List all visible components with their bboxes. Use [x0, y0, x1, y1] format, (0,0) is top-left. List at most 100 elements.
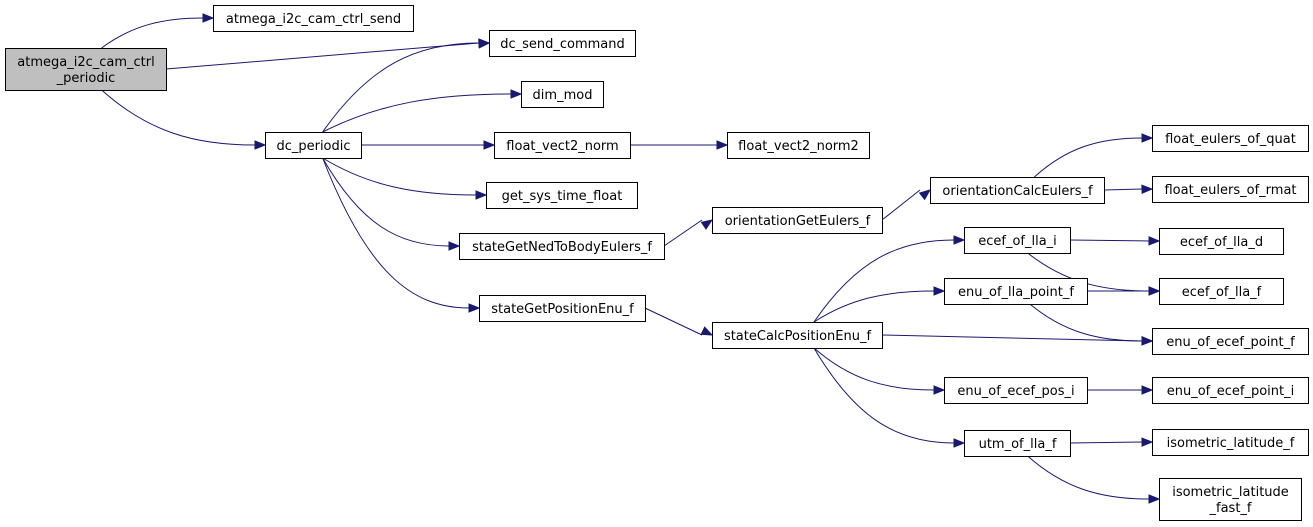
node-eolld[interactable]: ecef_of_lla_d — [1159, 228, 1284, 255]
node-sgpe[interactable]: stateGetPositionEnu_f — [479, 295, 646, 322]
edge-arrowhead — [716, 140, 729, 150]
node-dim_mod[interactable]: dim_mod — [521, 81, 604, 108]
node-label: atmega_i2c_cam_ctrl — [17, 55, 154, 70]
node-dc_periodic[interactable]: dc_periodic — [265, 132, 362, 159]
node-box — [1159, 228, 1284, 255]
node-label: enu_of_lla_point_f — [958, 285, 1074, 300]
node-box — [944, 377, 1088, 404]
node-enulpf[interactable]: enu_of_lla_point_f — [944, 278, 1088, 305]
edge-arrowhead — [483, 140, 496, 150]
node-label: float_eulers_of_quat — [1165, 132, 1296, 147]
node-eoepti[interactable]: enu_of_ecef_point_i — [1152, 377, 1309, 404]
node-label: isometric_latitude_f — [1167, 436, 1295, 451]
node-fv2n[interactable]: float_vect2_norm — [494, 132, 631, 159]
edge-dc_periodic-to-sgpe — [322, 157, 470, 309]
node-feq[interactable]: float_eulers_of_quat — [1152, 125, 1309, 152]
node-label: dc_periodic — [276, 139, 350, 154]
node-label: orientationCalcEulers_f — [942, 184, 1093, 199]
node-box — [1152, 429, 1309, 456]
node-box — [1152, 125, 1309, 152]
edge-scpe-to-eoepf — [881, 334, 1143, 342]
edge-scpe-to-eolli — [813, 239, 955, 323]
node-box — [964, 227, 1071, 254]
node-box — [727, 132, 870, 159]
node-box — [964, 430, 1071, 457]
node-label: _fast_f — [1209, 501, 1252, 516]
edge-arrowhead — [1141, 133, 1154, 143]
node-box — [5, 48, 167, 91]
edge-arrowhead — [1141, 437, 1154, 447]
node-eoepi[interactable]: enu_of_ecef_pos_i — [944, 377, 1088, 404]
edge-sgnbe-to-oge — [663, 219, 703, 247]
node-scpe[interactable]: stateCalcPositionEnu_f — [712, 322, 883, 349]
node-box — [1152, 377, 1309, 404]
node-label: ecef_of_lla_d — [1180, 235, 1263, 250]
node-label: isometric_latitude — [1172, 485, 1289, 500]
node-label: stateGetPositionEnu_f — [491, 302, 634, 317]
node-gst[interactable]: get_sys_time_float — [486, 182, 638, 209]
node-eolli[interactable]: ecef_of_lla_i — [964, 227, 1071, 254]
node-label: atmega_i2c_cam_ctrl_send — [226, 12, 401, 27]
node-isolf[interactable]: isometric_latitude_fast_f — [1159, 478, 1302, 521]
node-box — [712, 207, 883, 234]
edge-utm-to-isol — [1069, 441, 1143, 444]
node-utm[interactable]: utm_of_lla_f — [964, 430, 1071, 457]
edge-dc_periodic-to-dim_mod — [322, 93, 512, 133]
node-dc_send[interactable]: dc_send_command — [489, 30, 636, 57]
edge-arrowhead — [1141, 184, 1154, 195]
node-sgnbe[interactable]: stateGetNedToBodyEulers_f — [459, 233, 665, 260]
node-label: get_sys_time_float — [502, 189, 623, 204]
node-label: stateGetNedToBodyEulers_f — [472, 240, 652, 255]
node-box — [494, 132, 631, 159]
node-root[interactable]: atmega_i2c_cam_ctrl_periodic — [5, 48, 167, 91]
edge-arrowhead — [953, 235, 966, 245]
edge-arrowhead — [510, 89, 523, 99]
edge-arrowhead — [478, 38, 491, 48]
node-fer[interactable]: float_eulers_of_rmat — [1152, 176, 1309, 203]
edge-arrowhead — [918, 189, 932, 201]
edge-arrowhead — [1148, 286, 1161, 296]
edge-arrowhead — [700, 326, 714, 336]
edge-arrowhead — [1148, 236, 1161, 246]
node-eollf[interactable]: ecef_of_lla_f — [1159, 278, 1284, 305]
node-fv2n2[interactable]: float_vect2_norm2 — [727, 132, 870, 159]
node-box — [944, 278, 1088, 305]
node-box — [265, 132, 362, 159]
node-label: _periodic — [56, 71, 116, 86]
edge-arrowhead — [448, 241, 461, 251]
node-label: enu_of_ecef_point_i — [1167, 384, 1295, 399]
node-cam_send[interactable]: atmega_i2c_cam_ctrl_send — [213, 5, 414, 32]
edge-arrowhead — [700, 219, 714, 230]
edge-arrowhead — [1141, 336, 1154, 346]
edge-arrowhead — [1141, 385, 1154, 395]
node-label: float_vect2_norm — [506, 139, 618, 154]
node-label: stateCalcPositionEnu_f — [724, 329, 872, 344]
edge-oge-to-oce — [881, 189, 921, 221]
edge-arrowhead — [933, 286, 946, 296]
edge-arrowhead — [254, 140, 267, 150]
edge-arrowhead — [953, 438, 966, 448]
node-box — [213, 5, 414, 32]
node-label: float_eulers_of_rmat — [1164, 183, 1296, 198]
node-label: orientationGetEulers_f — [725, 214, 871, 229]
node-eoepf[interactable]: enu_of_ecef_point_f — [1152, 328, 1309, 355]
edge-scpe-to-utm — [813, 347, 955, 444]
node-oce[interactable]: orientationCalcEulers_f — [930, 177, 1105, 204]
edge-scpe-to-enulpf — [813, 290, 935, 323]
edge-arrowhead — [933, 385, 946, 395]
node-box — [489, 30, 636, 57]
edge-dc_periodic-to-gst — [322, 157, 477, 196]
node-box — [459, 233, 665, 260]
edge-scpe-to-eoepi — [813, 347, 935, 391]
node-layer: atmega_i2c_cam_ctrl_periodicatmega_i2c_c… — [5, 5, 1309, 521]
node-label: float_vect2_norm2 — [738, 139, 859, 154]
node-isol[interactable]: isometric_latitude_f — [1152, 429, 1309, 456]
node-label: ecef_of_lla_i — [978, 234, 1057, 249]
edge-root-to-dc_periodic — [101, 89, 256, 146]
node-oge[interactable]: orientationGetEulers_f — [712, 207, 883, 234]
edge-arrowhead — [475, 190, 488, 200]
edge-root-to-cam_send — [101, 17, 204, 49]
edge-dc_periodic-to-sgnbe — [322, 157, 450, 247]
edge-enulpf-to-eoepf — [1029, 303, 1143, 342]
node-label: dim_mod — [533, 88, 593, 103]
